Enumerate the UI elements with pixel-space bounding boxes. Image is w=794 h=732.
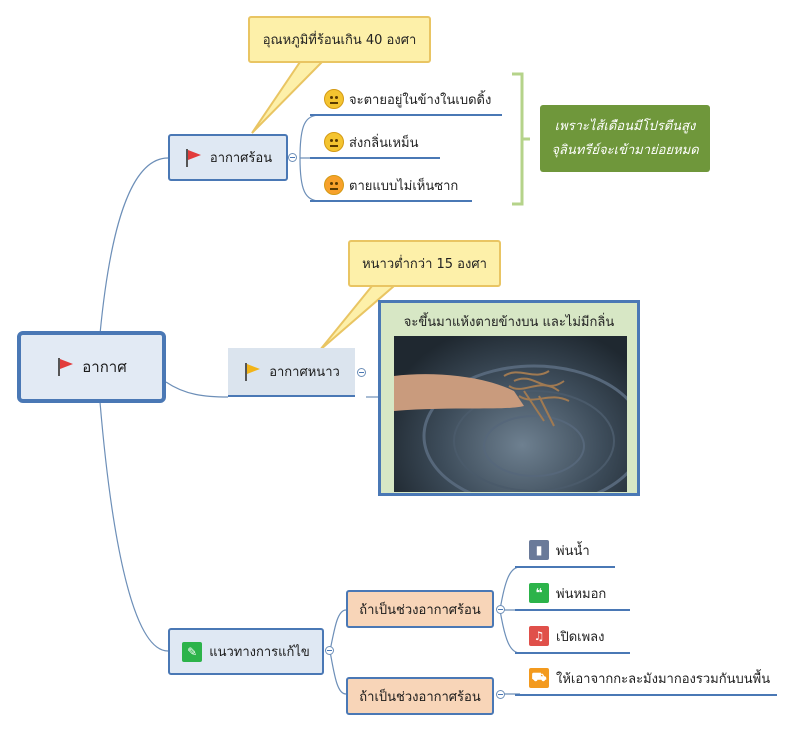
quote-icon: ❝ bbox=[529, 583, 549, 603]
bar-chart-icon: ▮ bbox=[529, 540, 549, 560]
angry-face-icon bbox=[324, 175, 344, 195]
image-topic[interactable]: จะขึ้นมาแห้งตายข้างบน และไม่มีกลิ่น bbox=[378, 300, 640, 496]
flag-icon bbox=[185, 148, 201, 167]
callout-cold-text: หนาวต่ำกว่า 15 องศา bbox=[362, 257, 487, 272]
leaf-hot-2-label: ส่งกลิ่นเหม็น bbox=[349, 135, 419, 151]
connector-root-solution bbox=[99, 401, 169, 652]
music-note-icon: ♫ bbox=[529, 626, 549, 646]
leaf-hot-3-label: ตายแบบไม่เห็นซาก bbox=[349, 178, 459, 194]
flag-icon bbox=[58, 358, 74, 376]
leaf-hot-3[interactable]: ตายแบบไม่เห็นซาก bbox=[310, 170, 472, 202]
root-label: อากาศ bbox=[82, 358, 127, 376]
collapse-toggle-hot[interactable] bbox=[288, 153, 297, 162]
leaf-play-music[interactable]: ♫ เปิดเพลง bbox=[515, 620, 630, 654]
connector-solution-branch2 bbox=[329, 650, 347, 695]
connector-solution-branch1 bbox=[329, 609, 347, 652]
collapse-toggle-solution-hot-2[interactable] bbox=[496, 690, 505, 699]
node-solution-hot-1[interactable]: ถ้าเป็นช่วงอากาศร้อน bbox=[346, 590, 494, 628]
leaf-pile-on-floor[interactable]: ⛟ ให้เอาจากกะละมังมากองรวมกันบนพื้น bbox=[515, 662, 777, 696]
worm-photo-art bbox=[394, 364, 627, 492]
summary-note[interactable]: เพราะไส้เดือนมีโปรตีนสูง จุลินทรีย์จะเข้… bbox=[540, 105, 710, 172]
callout-hot-text: อุณหภูมิที่ร้อนเกิน 40 องศา bbox=[262, 33, 417, 48]
leaf-spray-mist[interactable]: ❝ พ่นหมอก bbox=[515, 577, 630, 611]
summary-bracket bbox=[512, 72, 530, 206]
worm-photo bbox=[394, 336, 627, 492]
node-cold-weather[interactable]: อากาศหนาว bbox=[228, 348, 355, 397]
connector-root-cold bbox=[165, 381, 229, 398]
neutral-face-icon bbox=[324, 132, 344, 152]
callout-hot-temperature: อุณหภูมิที่ร้อนเกิน 40 องศา bbox=[248, 16, 431, 63]
flag-icon bbox=[245, 362, 261, 381]
node-hot-weather[interactable]: อากาศร้อน bbox=[168, 134, 288, 181]
crying-face-icon bbox=[324, 89, 344, 109]
node-solution-label: แนวทางการแก้ไข bbox=[209, 645, 310, 660]
node-solution-hot-1-label: ถ้าเป็นช่วงอากาศร้อน bbox=[359, 602, 481, 618]
leaf-spray-water-label: พ่นน้ำ bbox=[556, 543, 590, 559]
pencil-icon: ✎ bbox=[182, 641, 203, 662]
leaf-hot-1[interactable]: จะตายอยู่ในข้างในเบดดิ้ง bbox=[310, 84, 502, 116]
leaf-hot-2[interactable]: ส่งกลิ่นเหม็น bbox=[310, 127, 440, 159]
leaf-hot-1-label: จะตายอยู่ในข้างในเบดดิ้ง bbox=[349, 92, 492, 108]
callout-cold-temperature: หนาวต่ำกว่า 15 องศา bbox=[348, 240, 501, 287]
collapse-toggle-cold[interactable] bbox=[357, 368, 366, 377]
leaf-spray-water[interactable]: ▮ พ่นน้ำ bbox=[515, 534, 615, 568]
leaf-play-music-label: เปิดเพลง bbox=[556, 629, 605, 645]
node-solution-hot-2-label: ถ้าเป็นช่วงอากาศร้อน bbox=[359, 689, 481, 705]
node-solution-hot-2[interactable]: ถ้าเป็นช่วงอากาศร้อน bbox=[346, 677, 494, 715]
collapse-toggle-solution-hot-1[interactable] bbox=[496, 605, 505, 614]
cart-icon: ⛟ bbox=[529, 668, 549, 688]
root-node[interactable]: อากาศ bbox=[17, 331, 166, 403]
leaf-pile-on-floor-label: ให้เอาจากกะละมังมากองรวมกันบนพื้น bbox=[556, 671, 771, 687]
summary-line-2: จุลินทรีย์จะเข้ามาย่อยหมด bbox=[551, 142, 699, 158]
node-hot-label: อากาศร้อน bbox=[209, 151, 273, 166]
image-caption: จะขึ้นมาแห้งตายข้างบน และไม่มีกลิ่น bbox=[403, 315, 615, 330]
collapse-toggle-solution[interactable] bbox=[325, 646, 334, 655]
summary-line-1: เพราะไส้เดือนมีโปรตีนสูง bbox=[554, 118, 696, 134]
node-cold-label: อากาศหนาว bbox=[269, 365, 340, 380]
connector-root-hot bbox=[99, 157, 169, 335]
leaf-spray-mist-label: พ่นหมอก bbox=[556, 586, 607, 602]
node-solution[interactable]: ✎ แนวทางการแก้ไข bbox=[168, 628, 324, 675]
